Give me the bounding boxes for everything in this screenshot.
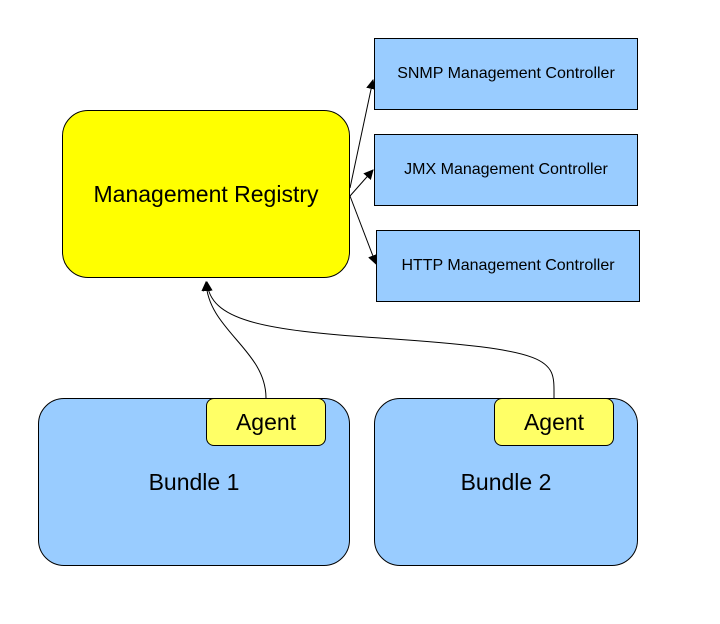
agent-1-label: Agent bbox=[235, 408, 297, 435]
edge-registry-to-snmp bbox=[349, 79, 377, 189]
management-registry-label: Management Registry bbox=[93, 180, 319, 207]
bundle-2-label: Bundle 2 bbox=[460, 468, 552, 495]
snmp-controller-label: SNMP Management Controller bbox=[397, 65, 615, 82]
agent-1-node: Agent bbox=[206, 398, 326, 446]
management-registry-node: Management Registry bbox=[62, 110, 350, 278]
edge-registry-to-jmx bbox=[349, 169, 374, 197]
jmx-controller-node: JMX Management Controller bbox=[374, 134, 638, 206]
agent-2-node: Agent bbox=[494, 398, 614, 446]
jmx-controller-label: JMX Management Controller bbox=[404, 161, 608, 178]
agent-2-label: Agent bbox=[523, 408, 585, 435]
http-controller-node: HTTP Management Controller bbox=[376, 230, 640, 302]
edge-registry-to-http bbox=[349, 195, 378, 265]
http-controller-label: HTTP Management Controller bbox=[401, 257, 615, 274]
bundle-1-node: Bundle 1 bbox=[38, 398, 350, 566]
edge-agent2-to-registry bbox=[202, 281, 555, 399]
snmp-controller-node: SNMP Management Controller bbox=[374, 38, 638, 110]
bundle-1-label: Bundle 1 bbox=[148, 468, 240, 495]
edge-agent1-to-registry bbox=[201, 281, 267, 399]
